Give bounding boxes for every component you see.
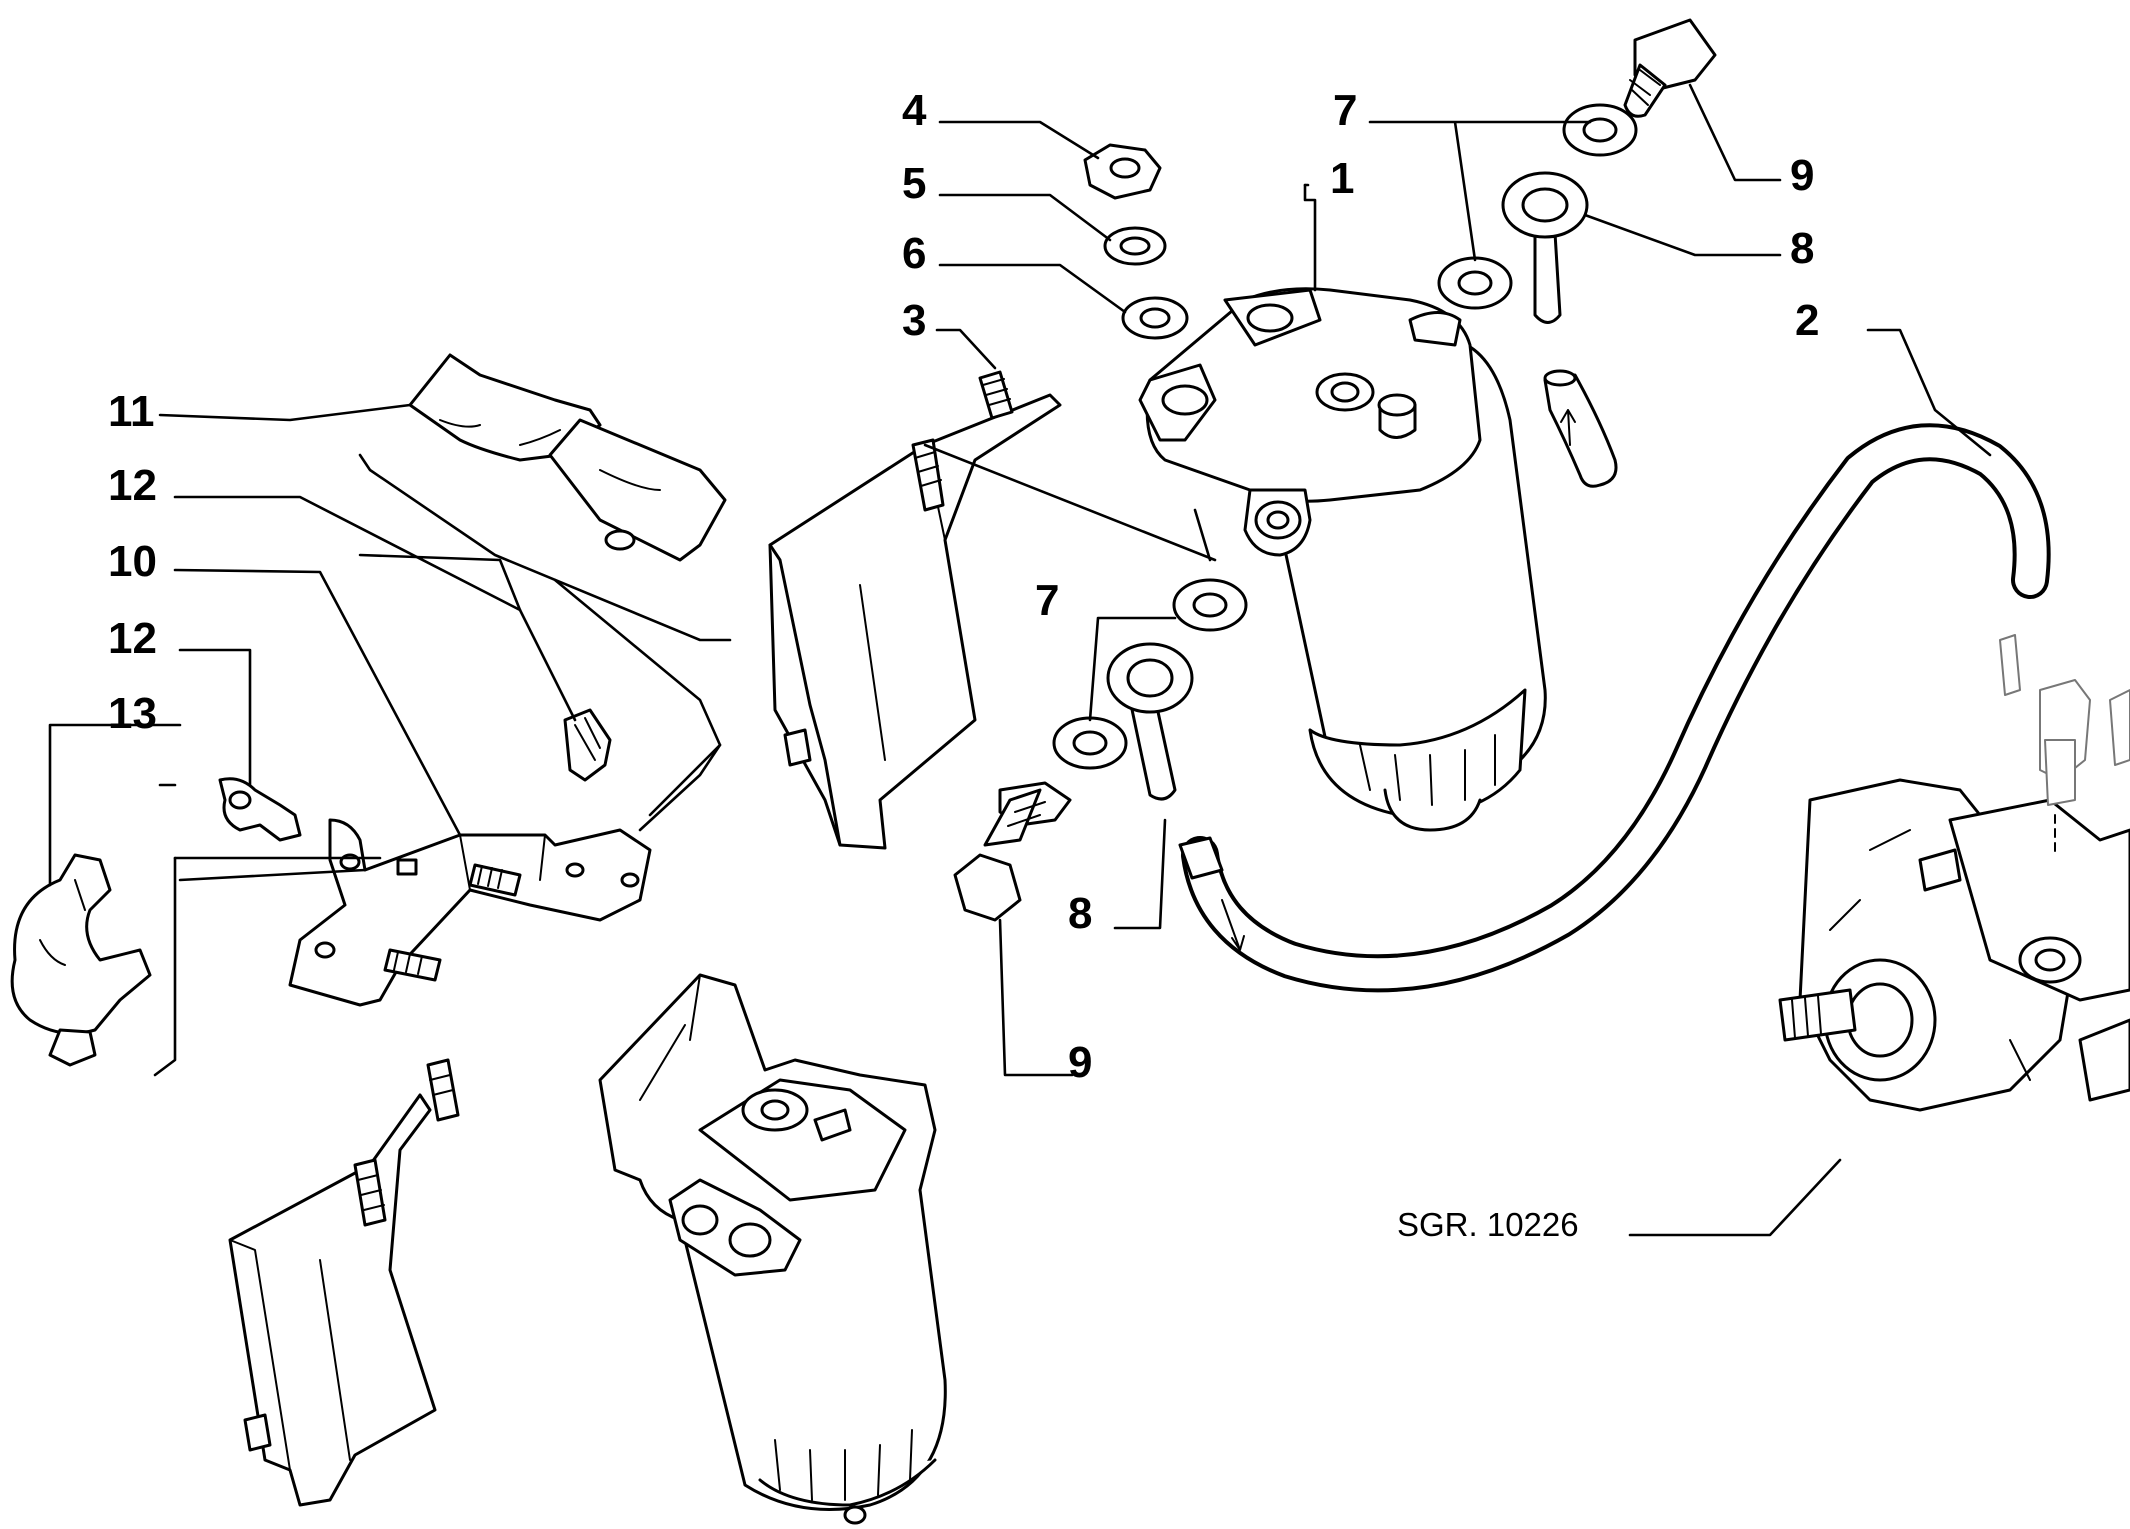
callout-6: 6 (902, 229, 926, 278)
hose-clip-11 (408, 353, 727, 562)
callout-10: 10 (108, 537, 157, 586)
fuel-hose (1178, 369, 2051, 993)
callout-labels: 1 2 3 4 5 6 7 7 8 8 9 9 10 11 12 12 13 S… (108, 86, 1819, 1243)
clip-12-upper (563, 708, 612, 782)
injection-pump (1778, 634, 2130, 1112)
bracket-10 (288, 818, 652, 1007)
clip-12-lower (218, 777, 302, 842)
callout-9-lower: 9 (1068, 1038, 1092, 1087)
split-washer-5 (1103, 226, 1167, 266)
callout-8-upper: 8 (1790, 224, 1814, 273)
banjo-bolt-upper (1623, 18, 1717, 118)
callout-8-lower: 8 (1068, 889, 1092, 938)
callout-7-lower: 7 (1035, 576, 1059, 625)
callout-2: 2 (1795, 296, 1819, 345)
fuel-filter-alternate (598, 973, 947, 1525)
flat-washer-6 (1121, 296, 1189, 340)
clip-13 (10, 853, 152, 1067)
callout-11: 11 (108, 387, 155, 436)
callout-4: 4 (902, 86, 927, 135)
reference-code: SGR. 10226 (1397, 1206, 1579, 1243)
callout-7-upper: 7 (1333, 86, 1357, 135)
bracket-alternate (228, 1058, 460, 1507)
washers-7 (1052, 103, 1638, 770)
banjo-fitting-upper (1501, 171, 1589, 324)
mounting-bracket (768, 370, 1062, 850)
nut-4 (1083, 143, 1162, 200)
callout-3: 3 (902, 296, 926, 345)
leader-lines (48, 83, 1992, 1237)
callout-5: 5 (902, 159, 926, 208)
fuel-filter-assembly (1138, 287, 1547, 832)
callout-12-lower: 12 (108, 614, 157, 663)
callout-9-upper: 9 (1790, 151, 1814, 200)
callout-13: 13 (108, 689, 157, 738)
callout-1: 1 (1330, 154, 1354, 203)
banjo-fitting-lower (1106, 642, 1194, 801)
banjo-bolt-lower (953, 781, 1072, 922)
callout-12-upper: 12 (108, 461, 157, 510)
